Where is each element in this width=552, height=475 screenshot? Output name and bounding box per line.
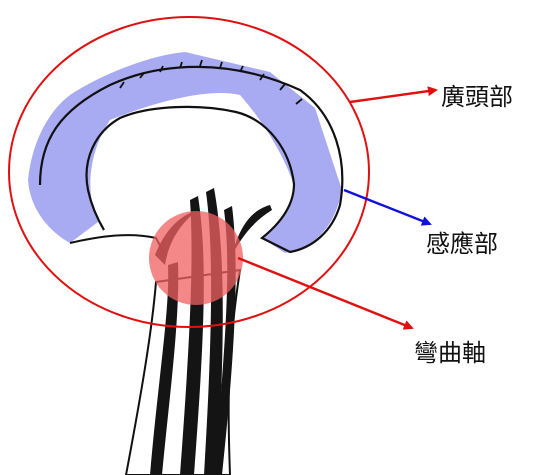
label-curvature-axis: 彎曲軸	[414, 333, 486, 368]
arrow-to-bottom-label	[238, 258, 412, 328]
arrow-to-middle-label	[344, 190, 430, 224]
label-broad-head: 廣頭部	[441, 77, 513, 112]
curvature-region	[149, 211, 243, 305]
arrow-to-top-label	[350, 90, 436, 102]
label-sensing-part: 感應部	[426, 224, 498, 259]
